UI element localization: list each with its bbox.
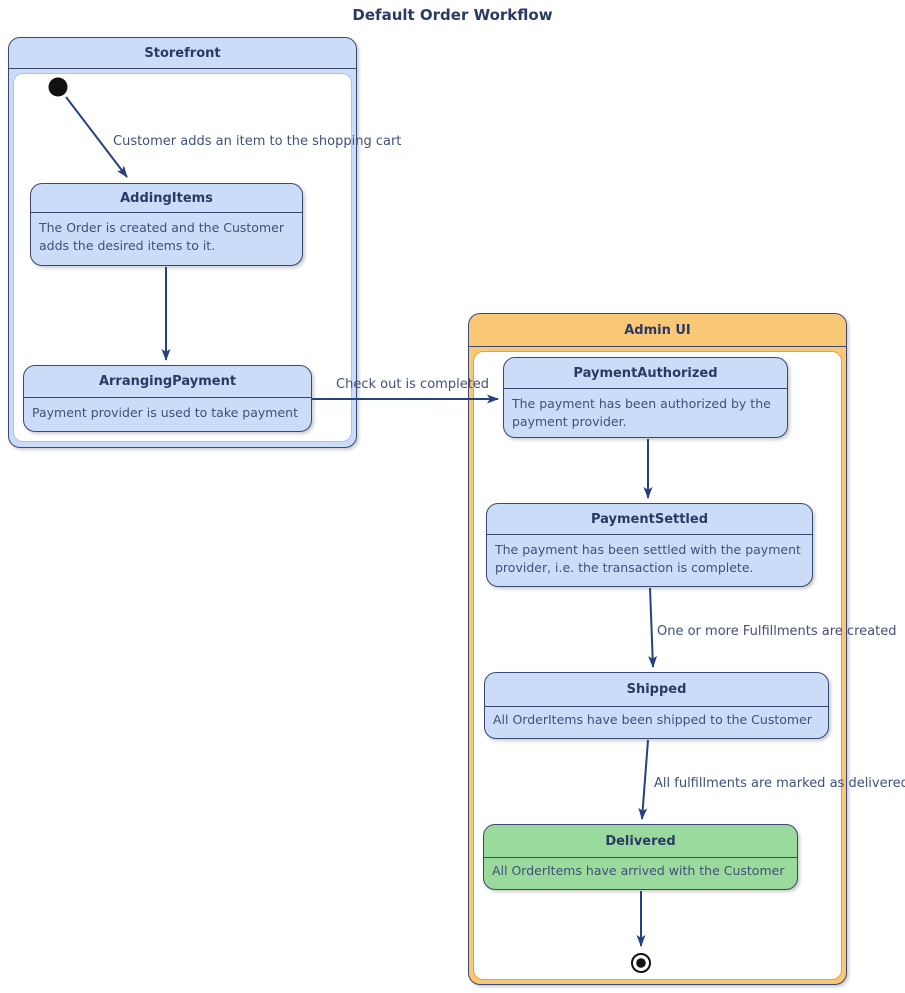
container-admin-ui-title: Admin UI bbox=[469, 314, 846, 347]
state-arranging-payment-title: ArrangingPayment bbox=[24, 366, 311, 398]
state-payment-authorized-description: The payment has been authorized by the p… bbox=[512, 396, 771, 429]
transition-label-marked-delivered: All fulfillments are marked as delivered bbox=[654, 776, 905, 791]
state-arranging-payment-description: Payment provider is used to take payment bbox=[32, 405, 298, 420]
state-payment-authorized-title: PaymentAuthorized bbox=[504, 358, 787, 389]
state-payment-authorized: PaymentAuthorized The payment has been a… bbox=[503, 357, 788, 438]
state-delivered: Delivered All OrderItems have arrived wi… bbox=[483, 824, 798, 890]
diagram-title: Default Order Workflow bbox=[352, 6, 553, 24]
transition-label-checkout: Check out is completed bbox=[336, 377, 490, 392]
state-payment-settled-title: PaymentSettled bbox=[487, 504, 812, 535]
state-adding-items-description: The Order is created and the Customer ad… bbox=[39, 220, 284, 253]
state-payment-settled: PaymentSettled The payment has been sett… bbox=[486, 503, 813, 587]
state-delivered-title: Delivered bbox=[484, 825, 797, 858]
container-storefront-title: Storefront bbox=[9, 38, 356, 69]
state-shipped: Shipped All OrderItems have been shipped… bbox=[484, 672, 829, 739]
state-shipped-title: Shipped bbox=[485, 673, 828, 707]
state-delivered-description: All OrderItems have arrived with the Cus… bbox=[492, 863, 785, 878]
transition-label-add-item: Customer adds an item to the shopping ca… bbox=[113, 134, 402, 149]
state-adding-items: AddingItems The Order is created and the… bbox=[30, 183, 303, 266]
state-arranging-payment: ArrangingPayment Payment provider is use… bbox=[23, 365, 312, 432]
state-adding-items-title: AddingItems bbox=[31, 184, 302, 213]
transition-label-fulfillments-created: One or more Fulfillments are created bbox=[657, 624, 897, 639]
state-payment-settled-description: The payment has been settled with the pa… bbox=[495, 542, 801, 575]
state-shipped-description: All OrderItems have been shipped to the … bbox=[493, 712, 812, 727]
